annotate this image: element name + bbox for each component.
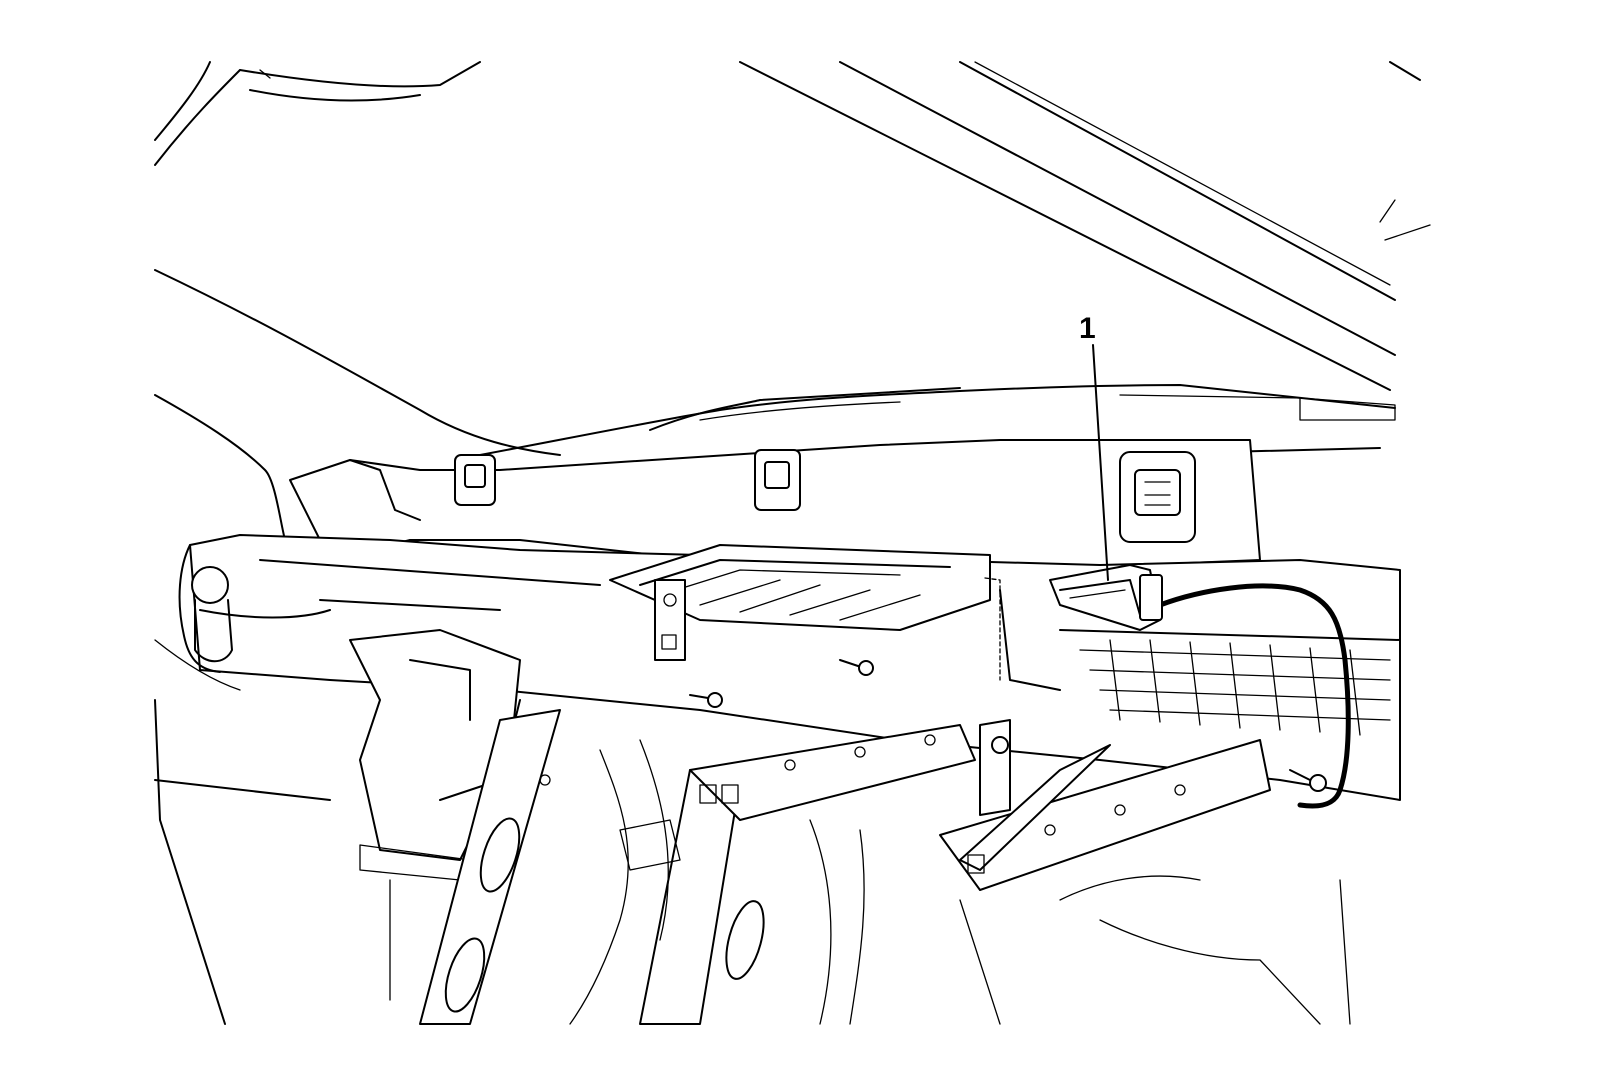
- component-outline: [984, 577, 1001, 681]
- screw-right: [1289, 769, 1327, 792]
- support-brace-left: [419, 709, 561, 1025]
- screw-left: [689, 692, 723, 708]
- a-pillar-top-left: [154, 61, 481, 166]
- screw-center: [839, 659, 874, 676]
- retainer-clip-center: [754, 449, 801, 511]
- retainer-clip-right: [1119, 451, 1196, 543]
- support-brace-center: [639, 724, 976, 1025]
- support-brace-right: [939, 719, 1271, 891]
- sensor-harness: [1049, 564, 1351, 809]
- center-vent: [609, 544, 991, 661]
- callout-1-label: 1: [1079, 312, 1096, 345]
- lower-wiring: [569, 739, 1351, 1025]
- left-pillar-trim: [154, 269, 561, 1025]
- windshield-lines: [739, 61, 1431, 391]
- retainer-clip-left: [454, 454, 496, 506]
- callout-1-leader: [1092, 344, 1109, 581]
